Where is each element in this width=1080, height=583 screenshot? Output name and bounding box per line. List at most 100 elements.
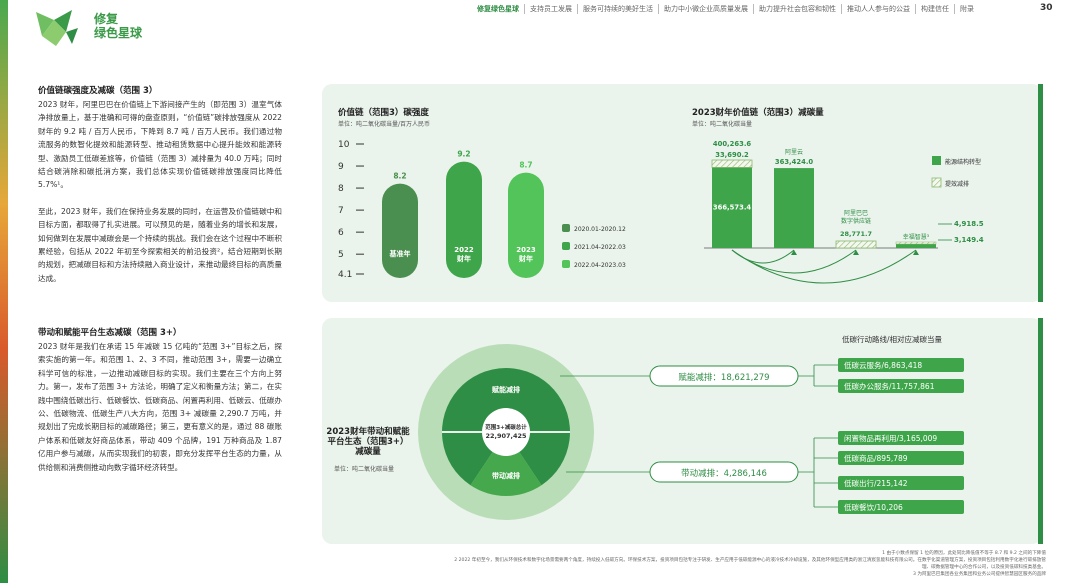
nav-item-smes[interactable]: 助力中小微企业高质量发展 (659, 4, 754, 14)
legend-swatch (932, 156, 941, 165)
bar-value-label: 8.7 (519, 161, 532, 170)
route-item (838, 476, 964, 490)
route-item-label: 低碳出行/215,142 (844, 478, 908, 488)
nav-item-employees[interactable]: 支持员工发展 (525, 4, 578, 14)
drive-total-label: 带动减排：4,286,146 (681, 468, 767, 479)
bar-category-label: 2022 (454, 246, 474, 254)
center-value: 22,907,425 (485, 432, 527, 440)
bar-category-label: 基准年 (389, 249, 411, 258)
bar-top-label: 33,690.2 (715, 151, 749, 159)
side-value-label: 3,149.4 (954, 236, 984, 244)
bracket-enable (798, 364, 838, 387)
footnote-2: 2 2022 年初至今，我们从环保技术和数字化场景需要两个角度，持续投入低碳方向… (454, 558, 1046, 570)
bracket-drive (798, 437, 838, 508)
center-label: 范围3+减碳总计 (485, 423, 527, 431)
y-tick-label: 6 (338, 228, 344, 238)
segment-drive (470, 432, 542, 496)
nav-item-green-planet[interactable]: 修复绿色星球 (472, 4, 525, 14)
legend-label: 能源结构转型 (945, 158, 981, 166)
section1-paragraph1: 2023 财年，阿里巴巴在价值链上下游间接产生的（即范围 3）温室气体净排放量上… (38, 100, 282, 190)
y-tick-label: 7 (338, 206, 344, 216)
route-item-label: 低碳商品/895,789 (844, 453, 908, 463)
route-item (838, 500, 964, 514)
bar-value-label: 8.2 (393, 172, 406, 181)
bar-category-label: 财年 (456, 254, 471, 263)
route-item (838, 431, 964, 445)
y-tick-label: 10 (338, 140, 350, 150)
chart1-unit: 单位：吨二氧化碳当量/百万人民币 (338, 121, 431, 128)
legend-label: 2021.04-2022.03 (574, 244, 626, 251)
green-planet-logo-icon (36, 10, 78, 46)
bar-name-label: 阿里巴巴 (844, 209, 868, 217)
arrow-head (791, 250, 797, 255)
intensity-bar (382, 183, 418, 278)
bar-category-label: 财年 (518, 254, 533, 263)
bar-total-label: 363,424.0 (775, 158, 814, 166)
route-item (838, 358, 964, 372)
top-navigation: 修复绿色星球 支持员工发展 服务可持续的美好生活 助力中小微企业高质量发展 助力… (472, 4, 979, 14)
nav-item-trust[interactable]: 构建信任 (916, 4, 955, 14)
arrow-head (913, 250, 919, 255)
bar-smart-park (896, 244, 936, 248)
nav-item-sustainable-life[interactable]: 服务可持续的美好生活 (578, 4, 659, 14)
y-tick-label: 9 (338, 162, 344, 172)
routes-title: 低碳行动路线/相对应减碳当量 (842, 334, 943, 344)
route-item (838, 379, 964, 393)
brand-line1: 修复 (94, 12, 119, 26)
decorative-color-strip (0, 0, 8, 583)
legend-label: 提效减排 (945, 180, 969, 188)
bar-total-label: 28,771.7 (840, 230, 872, 238)
bar-digital-supply-chain (835, 240, 877, 249)
flow-arrow (731, 249, 917, 284)
bar-name-label: 阿里云 (785, 148, 803, 156)
legend-label: 2020.01-2020.12 (574, 226, 626, 233)
chart3-title: 2023财年带动和赋能平台生态（范围3+）减碳量 (326, 427, 410, 457)
route-item-label: 低碳办公服务/11,757,861 (844, 381, 935, 391)
bar-category-label: 2023 (516, 246, 536, 254)
bar-energy-transition (712, 167, 752, 248)
legend-swatch (931, 177, 942, 188)
bar-value-label: 9.2 (457, 150, 470, 159)
footnotes: 1 由于小数点保留 1 位的原因，此处同比降低值不等于 8.7 和 9.2 之间… (446, 550, 1046, 578)
bar-efficiency (711, 159, 753, 168)
bar-name-label: 幸福智慧³ (903, 233, 930, 241)
nav-item-appendix[interactable]: 附录 (960, 5, 974, 13)
legend-swatch (562, 260, 570, 268)
page-number: 30 (1040, 3, 1053, 13)
y-tick-label: 5 (338, 250, 344, 260)
legend-label: 2022.04-2023.03 (574, 262, 626, 269)
section2-title: 带动和赋能平台生态减碳（范围 3+） (38, 328, 182, 338)
route-item-label: 低碳餐饮/10,206 (844, 502, 903, 512)
section2-paragraph: 2023 财年是我们在承诺 15 年减碳 15 亿吨的“范围 3+”目标之后，探… (38, 342, 282, 472)
donut-center (482, 408, 530, 456)
chart3-unit: 单位：吨二氧化碳当量 (334, 466, 395, 473)
intensity-bar (508, 172, 544, 278)
value-chain-panel (322, 84, 1042, 302)
enable-total-label: 赋能减排：18,621,279 (678, 372, 769, 383)
y-tick-label: 8 (338, 184, 344, 194)
panel-accent-edge-2 (1038, 318, 1043, 544)
route-item-label: 闲置物品再利用/3,165,009 (844, 433, 937, 443)
bar-smart-park-efficiency (895, 241, 937, 245)
bar-total-label: 400,263.6 (713, 140, 752, 148)
route-item-label: 低碳云服务/6,863,418 (844, 360, 922, 370)
side-value-label: 4,918.5 (954, 220, 984, 228)
route-item (838, 451, 964, 465)
nav-item-charity[interactable]: 推动人人参与的公益 (842, 4, 916, 14)
segment-inner-label: 带动减排 (492, 471, 520, 480)
legend-swatch (562, 224, 570, 232)
segment-inner-label: 赋能减排 (492, 385, 520, 394)
carbon-intensity-chart: 10987654.18.2基准年9.22022财年8.72023财年2020.0… (338, 140, 626, 280)
arrow-head (853, 250, 859, 255)
panel-accent-edge (1038, 84, 1043, 302)
intensity-bar (446, 161, 482, 278)
reduction-waterfall-chart: 400,263.633,690.2366,573.4阿里云363,424.0阿里… (704, 140, 984, 284)
brand-line2: 绿色星球 (94, 26, 143, 40)
nav-item-inclusion[interactable]: 助力提升社会包容和韧性 (754, 4, 842, 14)
section1-paragraph2: 至此，2023 财年，我们在保持业务发展的同时，在运营及价值链碳中和目标方面，都… (38, 206, 282, 283)
section-platform-ecosystem: 带动和赋能平台生态减碳（范围 3+） 2023 财年是我们在承诺 15 年减碳 … (38, 326, 282, 474)
legend-swatch (562, 242, 570, 250)
section1-title: 价值链碳强度及减碳（范围 3） (38, 86, 158, 96)
brand-title: 修复 绿色星球 (94, 12, 142, 40)
